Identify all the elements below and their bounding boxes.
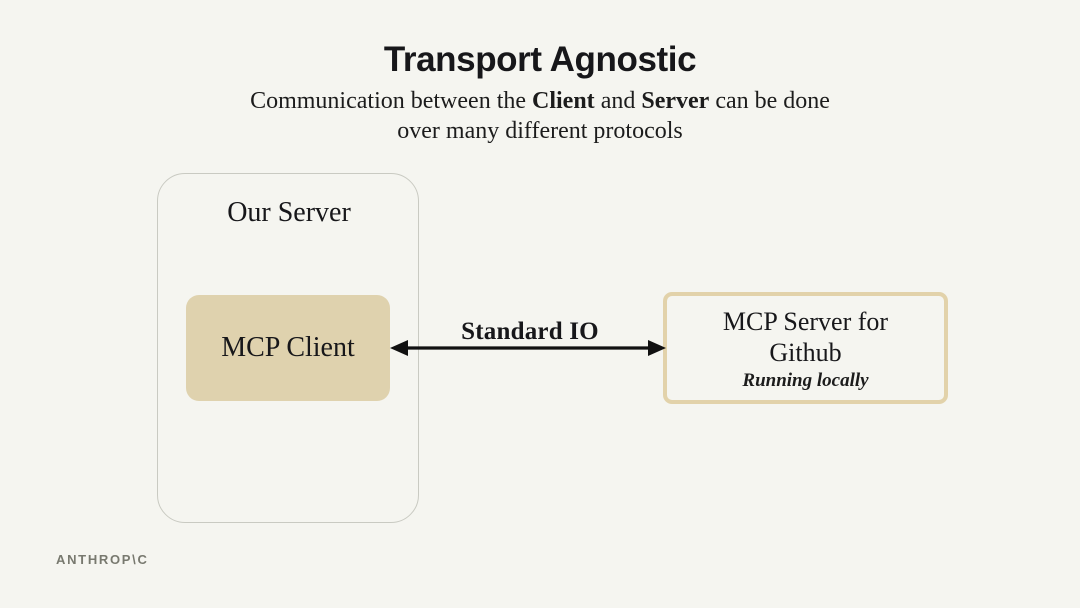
subtitle-text-pre: Communication between the <box>250 88 533 114</box>
our-server-label: Our Server <box>227 197 351 228</box>
standard-io-connector <box>388 330 668 370</box>
mcp-client-label: MCP Client <box>221 331 355 363</box>
standard-io-label: Standard IO <box>461 318 599 345</box>
page-title: Transport Agnostic <box>383 40 697 79</box>
subtitle-emphasis-client: Client <box>532 88 595 114</box>
subtitle-line-2: over many different protocols <box>397 118 683 145</box>
mcp-client-node: MCP Client <box>186 295 390 401</box>
anthropic-wordmark: ANTHROP\C <box>56 552 149 567</box>
mcp-server-github-subtitle: Running locally <box>742 370 869 392</box>
subtitle-text-post: can be done <box>709 88 830 114</box>
subtitle-emphasis-server: Server <box>641 88 710 114</box>
bidirectional-arrow-icon <box>390 340 666 356</box>
subtitle-line-1: Communication between the Client and Ser… <box>0 86 1080 116</box>
subtitle-text-mid: and <box>594 88 642 114</box>
page-subtitle: Communication between the Client and Ser… <box>0 86 1080 146</box>
mcp-server-github-title: MCP Server for Github <box>722 306 889 367</box>
mcp-server-github-node: MCP Server for Github Running locally <box>663 292 948 404</box>
